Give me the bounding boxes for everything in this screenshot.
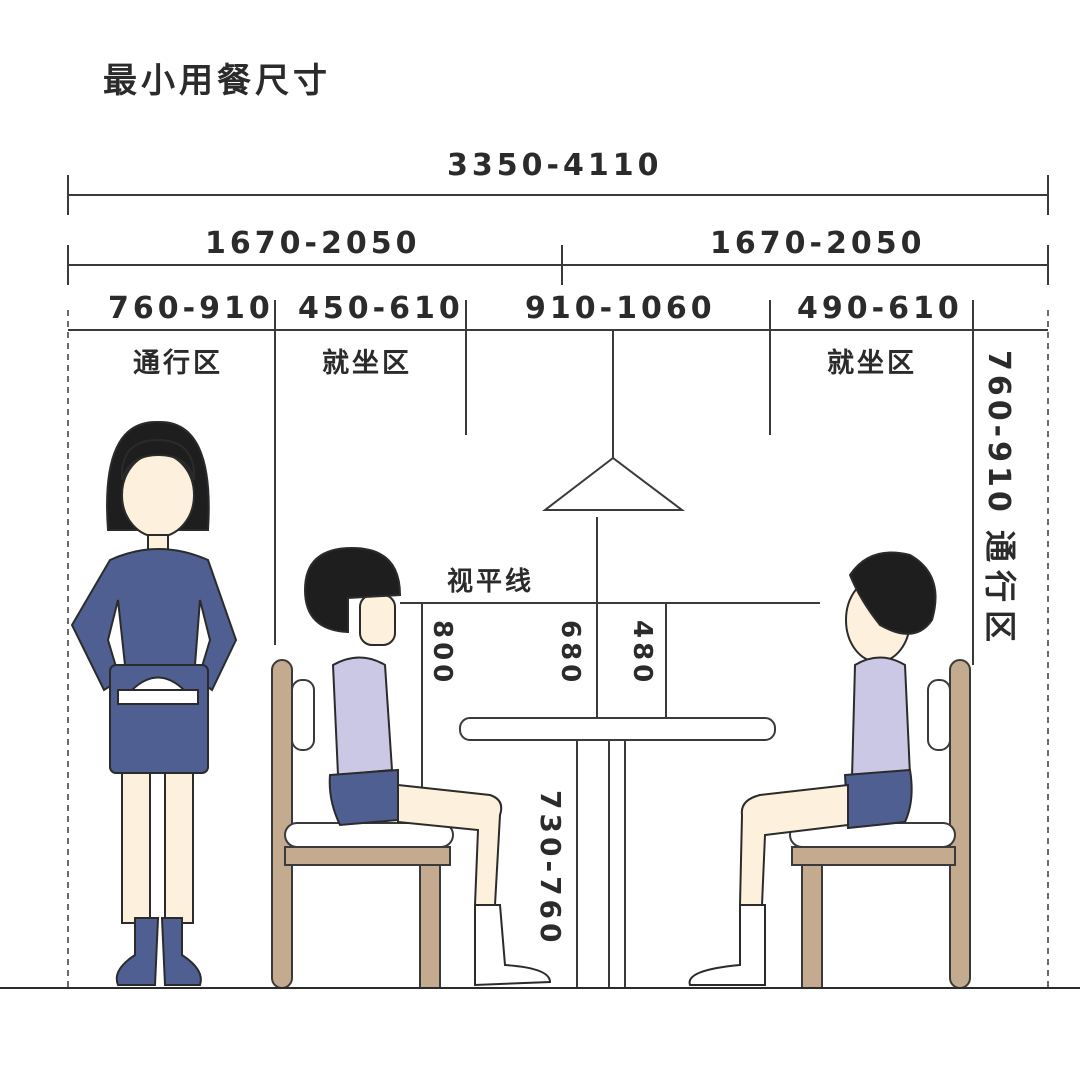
height-eye-seated: 800 <box>427 620 457 686</box>
seated-person-right <box>688 551 937 986</box>
chair-right <box>789 659 971 989</box>
dim-passage-right: 760-910 <box>981 350 1016 516</box>
height-table: 730-760 <box>534 790 567 947</box>
chair-left <box>271 659 454 989</box>
zone-seating-left: 就坐区 <box>322 348 412 379</box>
dim-half-left: 1670-2050 <box>205 226 420 261</box>
zone-passage-left: 通行区 <box>133 347 223 379</box>
dim-half-right: 1670-2050 <box>710 226 925 261</box>
dim-passage-left: 760-910 <box>108 291 274 326</box>
seated-person-left <box>303 546 552 987</box>
dim-seating-left: 450-610 <box>298 291 464 326</box>
diagram-title: 最小用餐尺寸 <box>103 61 331 101</box>
height-lamp: 680 <box>555 620 585 686</box>
zone-seating-right: 就坐区 <box>827 348 917 379</box>
zone-passage-right: 通行区 <box>981 530 1019 650</box>
dim-seating-right: 490-610 <box>797 291 963 326</box>
standing-person <box>70 420 238 986</box>
dining-table <box>459 717 776 989</box>
dim-table: 910-1060 <box>525 291 716 326</box>
dimension-lines <box>67 175 1049 988</box>
height-eye-above-table: 480 <box>627 620 657 686</box>
pendant-lamp <box>542 330 685 511</box>
eye-line-label: 视平线 <box>447 567 534 597</box>
dim-total: 3350-4110 <box>447 148 662 183</box>
